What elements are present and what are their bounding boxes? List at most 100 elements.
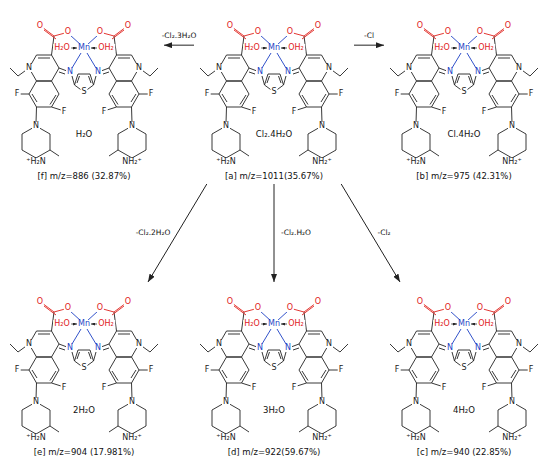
atom-label: O: [254, 304, 262, 312]
bond-line: [417, 55, 432, 56]
bond-line: [489, 344, 497, 357]
bond-line: [321, 107, 323, 123]
bond-line: [432, 383, 442, 386]
bond-line: [131, 370, 136, 378]
atom-label: ⁺H₂N: [25, 158, 46, 166]
bond-line: [530, 68, 538, 76]
bond-line: [492, 306, 504, 315]
bond-line: [497, 357, 512, 358]
bond-line: [52, 383, 62, 386]
atom-label: N: [508, 398, 516, 406]
fragmentation-arrow: [274, 184, 275, 282]
bond-line: [150, 68, 158, 76]
bond-line: [20, 370, 29, 371]
bond-line: [307, 331, 322, 332]
bond-line: [452, 76, 455, 85]
atom-label: NH₂⁺: [501, 434, 522, 442]
bond-line: [132, 81, 140, 94]
coordination-arrow: [91, 48, 97, 49]
bond-line: [75, 74, 79, 85]
bond-line: [439, 348, 445, 350]
bond-line: [340, 68, 348, 76]
bond-line: [511, 383, 513, 399]
atom-label: F: [251, 384, 258, 392]
atom-label: F: [481, 108, 488, 116]
bond-line: [267, 76, 270, 83]
bond-line: [299, 68, 307, 81]
bond-line: [299, 426, 308, 432]
atom-label: H₂O: [53, 320, 71, 328]
bond-line: [467, 53, 476, 68]
bond-line: [109, 81, 117, 94]
bond-line: [308, 334, 320, 335]
bond-line: [77, 352, 80, 359]
bond-line: [409, 81, 417, 94]
bond-line: [430, 426, 439, 432]
bond-line: [222, 370, 227, 378]
bond-line: [117, 81, 132, 82]
bond-line: [432, 331, 440, 344]
bond-line: [530, 344, 538, 352]
atom-label: H₂O: [243, 320, 261, 328]
atom-label: OH₂: [97, 320, 115, 328]
atom-label: S: [270, 364, 277, 372]
atom-label: F: [61, 384, 68, 392]
fragment-caption: [c] m/z=940 (22.85%): [417, 448, 512, 458]
bond-line: [489, 150, 498, 156]
bond-line: [227, 55, 242, 56]
bond-line: [227, 357, 242, 358]
bond-line: [262, 76, 265, 85]
bond-line: [226, 107, 228, 123]
atom-label: ⁺H₂N: [215, 158, 236, 166]
bond-line: [291, 68, 299, 71]
bond-line: [36, 383, 38, 399]
bond-line: [322, 94, 330, 107]
bond-line: [432, 68, 440, 81]
bond-line: [489, 331, 497, 344]
bond-line: [417, 357, 432, 358]
fragment-structure: OOOOH₂OMnOH₂NNSNNFFFFNN⁺H₂NNH₂⁺3H₂O[d] m…: [194, 282, 354, 460]
bond-line: [424, 306, 436, 315]
bond-line: [498, 58, 510, 59]
bond-line: [22, 426, 36, 434]
bond-line: [483, 309, 494, 312]
bond-line: [497, 107, 512, 108]
bond-line: [118, 410, 119, 426]
bond-line: [77, 76, 80, 83]
bond-line: [227, 107, 242, 108]
atom-label: O: [226, 22, 234, 30]
bond-line: [307, 81, 322, 82]
atom-label: N: [215, 340, 223, 348]
bond-line: [29, 357, 37, 370]
bond-line: [150, 344, 158, 352]
bond-line: [322, 426, 336, 434]
atom-label: O: [286, 304, 294, 312]
atom-label: S: [80, 364, 87, 372]
bond-line: [293, 72, 299, 74]
bond-line: [512, 150, 526, 158]
atom-label: N: [25, 340, 33, 348]
fragment-caption: [e] m/z=904 (17.981%): [34, 448, 135, 458]
bond-line: [242, 357, 250, 370]
atom-label: N: [32, 398, 40, 406]
bond-line: [228, 58, 240, 59]
coordination-arrow: [471, 324, 477, 325]
atom-label: F: [441, 108, 448, 116]
atom-label: N: [128, 122, 136, 130]
bond-line: [112, 30, 124, 39]
loss-label: -Cl₂.2H₂O: [135, 229, 172, 237]
bond-line: [432, 81, 440, 94]
bond-line: [210, 370, 219, 371]
bond-line: [109, 55, 117, 68]
bond-line: [322, 357, 330, 370]
bond-line: [37, 357, 52, 358]
bond-line: [417, 331, 432, 332]
bond-line: [402, 426, 416, 434]
atom-label: O: [444, 304, 452, 312]
atom-label: O: [286, 28, 294, 36]
bond-line: [139, 370, 148, 371]
atom-label: F: [441, 384, 448, 392]
bond-line: [487, 107, 497, 110]
